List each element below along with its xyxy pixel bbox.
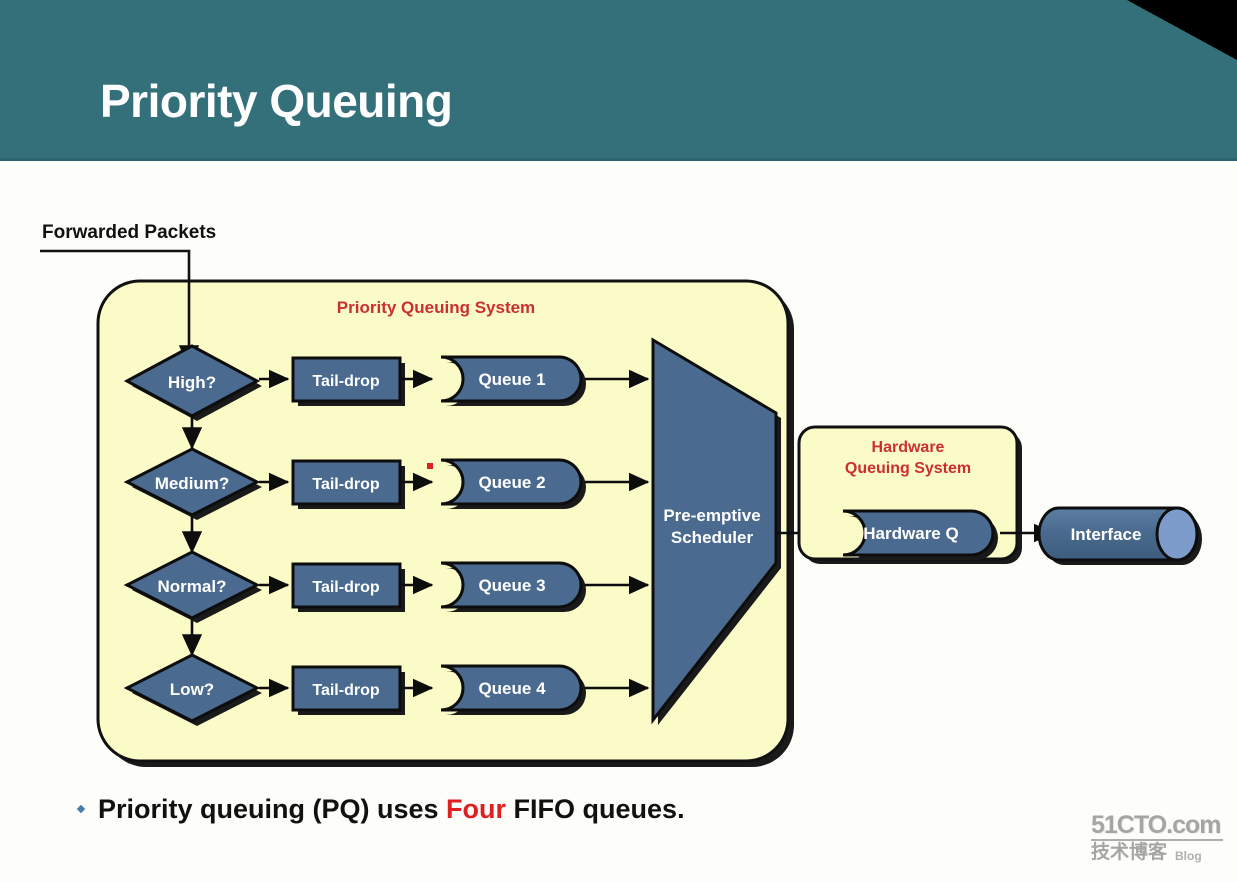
hardware-queue: Hardware Q [842, 509, 998, 560]
decision-medium: Medium? [123, 447, 262, 520]
hw-system-label-line1: Hardware [872, 439, 945, 456]
queue-3: Queue 3 [440, 561, 586, 612]
bullet-text-after: FIFO queues. [506, 793, 685, 824]
decision-high: High? [123, 344, 262, 421]
policy-label: Tail-drop [312, 579, 379, 596]
page-title: Priority Queuing [100, 75, 453, 127]
queue-label: Queue 1 [478, 370, 545, 389]
queue-4: Queue 4 [440, 664, 586, 715]
policy-taildrop-normal: Tail-drop [291, 562, 405, 612]
hw-system-label-line2: Queuing System [845, 460, 971, 477]
forwarded-packets-label: Forwarded Packets [42, 222, 216, 243]
bullet-text-highlight: Four [446, 793, 507, 824]
pre-emptive-scheduler: Pre-emptive Scheduler [651, 337, 781, 725]
decision-label: Medium? [155, 474, 230, 493]
slide-header-band [0, 0, 1237, 158]
queue-label: Queue 2 [478, 473, 545, 492]
queue-2: Queue 2 [440, 458, 586, 509]
red-marker-artifact [427, 463, 433, 469]
bullet-marker-icon [76, 804, 86, 814]
header-divider [0, 158, 1237, 161]
priority-queuing-diagram: Priority Queuing System Forwarded Packet… [40, 222, 1202, 767]
header-corner-triangle [1127, 0, 1237, 60]
scheduler-label-line2: Scheduler [671, 528, 754, 547]
decision-low: Low? [123, 653, 262, 726]
pq-system-label: Priority Queuing System [337, 298, 535, 317]
interface-cap-icon [1155, 506, 1199, 562]
bullet-list-item: Priority queuing (PQ) uses Four FIFO que… [76, 788, 978, 830]
policy-label: Tail-drop [312, 476, 379, 493]
watermark-blog-text: Blog [1175, 849, 1202, 863]
watermark-site: 51CTO.com [1091, 811, 1221, 839]
pq-system-panel [96, 279, 790, 763]
watermark-divider [1091, 839, 1223, 841]
decision-label: Normal? [158, 577, 227, 596]
queue-label: Queue 4 [478, 679, 546, 698]
input-connector-arrow [40, 249, 200, 368]
bullet-text: Priority queuing (PQ) uses Four FIFO que… [98, 794, 685, 825]
decision-label: Low? [170, 680, 214, 699]
policy-label: Tail-drop [312, 682, 379, 699]
queue-1: Queue 1 [440, 355, 586, 406]
watermark-cn-text: 技术博客 [1091, 842, 1168, 863]
bullet-text-before: Priority queuing (PQ) uses [98, 793, 447, 824]
hardware-queue-label: Hardware Q [863, 524, 958, 543]
policy-taildrop-high: Tail-drop [291, 356, 405, 406]
interface-cylinder: Interface [1037, 506, 1202, 565]
scheduler-label-line1: Pre-emptive [663, 506, 760, 525]
queue-label: Queue 3 [478, 576, 545, 595]
policy-taildrop-medium: Tail-drop [291, 459, 405, 509]
interface-label: Interface [1071, 525, 1142, 544]
decision-label: High? [168, 373, 216, 392]
watermark: 51CTO.com 技术博客 Blog [1091, 812, 1223, 868]
policy-taildrop-low: Tail-drop [291, 665, 405, 715]
policy-label: Tail-drop [312, 373, 379, 390]
